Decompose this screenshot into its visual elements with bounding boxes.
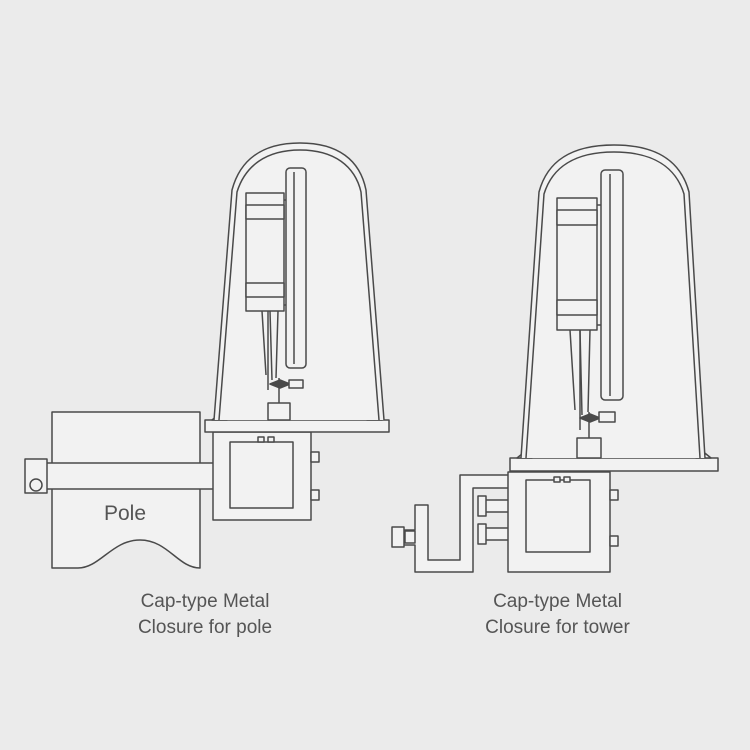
- box-bolt: [609, 489, 619, 501]
- bracket-bolt: [310, 451, 320, 463]
- tower-bracket-arm: [394, 474, 521, 573]
- cable-gland: [267, 402, 291, 421]
- tower-mounting-box: [507, 471, 611, 573]
- box-bolt: [609, 535, 619, 547]
- base-plate: [204, 419, 390, 433]
- pole: [51, 411, 201, 569]
- tower-closure-assembly: [391, 144, 719, 573]
- caption-line: Cap-type Metal: [493, 591, 622, 612]
- bracket-bolt: [310, 489, 320, 501]
- pole-closure-assembly: Pole: [24, 142, 390, 569]
- tower-closure-caption: Cap-type Metal Closure for tower: [445, 589, 670, 641]
- support-bar: [285, 167, 307, 369]
- pole-closure-caption: Cap-type Metal Closure for pole: [95, 589, 315, 641]
- tower-bolt-head: [391, 526, 405, 548]
- tower-support-bar: [600, 169, 624, 401]
- tower-base-plate: [509, 457, 719, 472]
- tower-cable-gland: [576, 437, 602, 459]
- strap-bolt: [29, 478, 43, 492]
- mounting-bracket: [212, 431, 312, 521]
- caption-line: Closure for pole: [137, 617, 273, 638]
- pole-label: Pole: [104, 502, 146, 525]
- caption-line: Closure for tower: [485, 617, 630, 638]
- caption-line: Cap-type Metal: [140, 591, 270, 612]
- pole-strap: [39, 462, 231, 490]
